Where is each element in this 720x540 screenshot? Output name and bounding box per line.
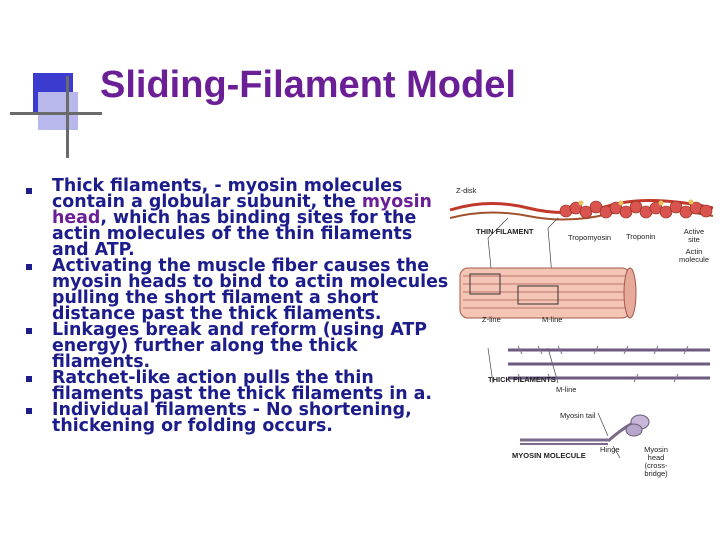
bullet-item: Thick filaments, - myosin molecules cont… <box>22 176 452 260</box>
decor-light-square <box>38 92 78 130</box>
label-tropomyosin: Tropomyosin <box>568 233 612 242</box>
label-thin-filament: THIN FILAMENT <box>476 227 534 236</box>
bullet-item: Linkages break and reform (using ATP ene… <box>22 320 452 372</box>
label-troponin: Troponin <box>626 232 656 241</box>
decor-horizontal-line <box>10 112 102 115</box>
label-myosin-tail: Myosin tail <box>560 411 596 420</box>
bullet-marker <box>26 408 32 414</box>
label-actin-molecule: Actin molecule <box>678 247 709 264</box>
bullet-item: Individual filaments - No shortening, th… <box>22 400 452 436</box>
bullet-text: Ratchet-like action pulls the thin filam… <box>52 368 432 404</box>
bullet-text: , which has binding sites for the actin … <box>52 208 417 260</box>
label-myosin-head: Myosin head (cross-bridge) <box>644 445 668 478</box>
bullet-item: Activating the muscle fiber causes the m… <box>22 256 452 324</box>
bullet-marker <box>26 328 32 334</box>
bullet-marker <box>26 376 32 382</box>
sarcomere-diagram: Z-disk THIN FILAMENT Tropomyosin Troponi… <box>448 178 718 498</box>
label-m-line-bottom: M-line <box>556 385 577 394</box>
label-z-line: Z-line <box>482 315 501 324</box>
diagram-graphic <box>449 198 714 459</box>
thin-filament-graphic <box>449 198 714 221</box>
decor-vertical-line <box>66 76 69 158</box>
label-thick-filaments: THICK FILAMENTS <box>488 375 556 384</box>
bullet-item: Ratchet-like action pulls the thin filam… <box>22 368 452 404</box>
bullet-text: Individual filaments - No shortening, th… <box>52 400 412 436</box>
bullet-highlight: myosin head <box>52 192 432 228</box>
bullet-marker <box>26 264 32 270</box>
label-myosin-molecule: MYOSIN MOLECULE <box>512 451 586 460</box>
bullet-text: Activating the muscle fiber causes the m… <box>52 256 449 324</box>
bullet-marker <box>26 188 32 194</box>
myosin-molecule-graphic <box>520 412 650 459</box>
thick-filaments-graphic <box>508 345 710 383</box>
label-active-site: Active site <box>683 227 705 244</box>
bullet-list: Thick filaments, - myosin molecules cont… <box>22 176 452 436</box>
label-z-disk: Z-disk <box>456 186 477 195</box>
slide-title: Sliding-Filament Model <box>100 64 516 106</box>
label-hinge: Hinge <box>600 445 620 454</box>
label-m-line-top: M-line <box>542 315 563 324</box>
bullet-text: Linkages break and reform (using ATP ene… <box>52 320 428 372</box>
bullet-text: Thick filaments, - myosin molecules cont… <box>52 176 403 212</box>
myofibril-graphic <box>459 267 637 319</box>
